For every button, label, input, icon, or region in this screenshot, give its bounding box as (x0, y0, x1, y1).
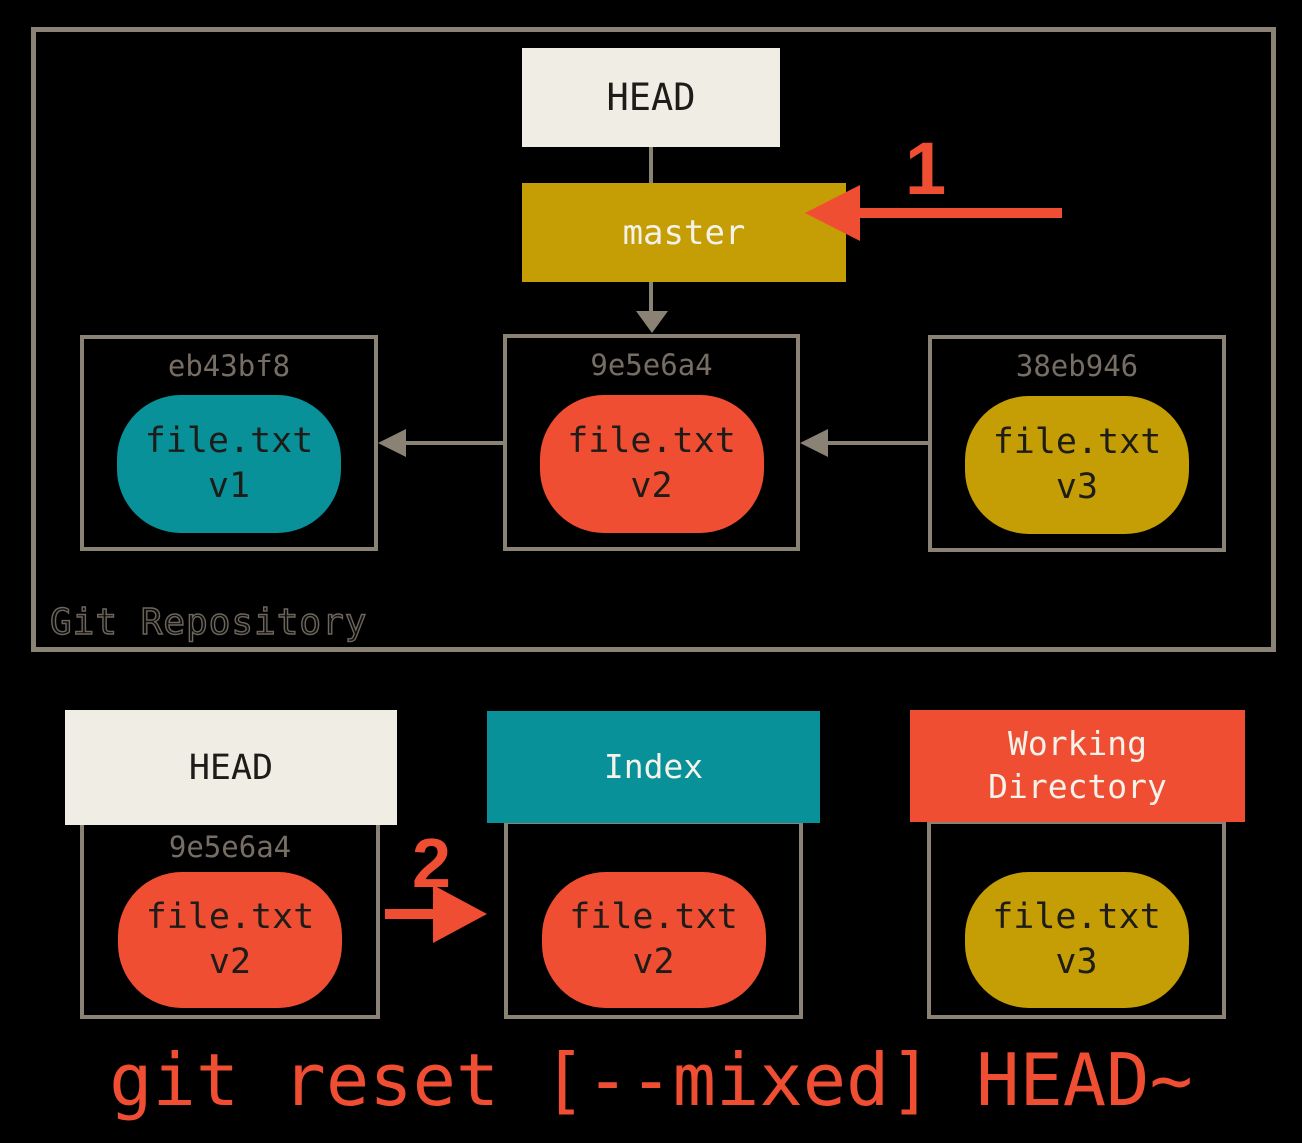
master-branch-label: master (622, 212, 746, 253)
git-repository-box (31, 27, 1276, 652)
file-version: v2 (208, 942, 252, 982)
file-name: file.txt (992, 422, 1162, 463)
head-tree-box: 9e5e6a4 file.txt v2 (80, 820, 380, 1019)
head-to-master-connector (649, 147, 653, 183)
index-tree-header: Index (487, 711, 820, 823)
file-snapshot-blob: file.txt v3 (964, 872, 1189, 1008)
file-snapshot-blob: file.txt v3 (965, 396, 1189, 534)
step-2-arrow-shaft (385, 909, 435, 919)
head-ref-label: HEAD (606, 76, 696, 119)
working-directory-title: Working Directory (988, 724, 1167, 806)
file-snapshot-blob: file.txt v1 (117, 395, 341, 533)
file-name: file.txt (567, 421, 736, 462)
git-repository-label: Git Repository (49, 601, 368, 643)
commit-box-eb43bf8: eb43bf8 file.txt v1 (80, 335, 378, 551)
working-directory-header: Working Directory (910, 710, 1245, 822)
master-to-commit-arrowhead (636, 311, 668, 333)
commit-box-38eb946: 38eb946 file.txt v3 (928, 335, 1226, 552)
file-version: v1 (207, 466, 251, 506)
step-1-label: 1 (905, 127, 947, 210)
master-branch-box: master (522, 183, 846, 282)
commit-box-9e5e6a4: 9e5e6a4 file.txt v2 (503, 334, 800, 551)
file-snapshot-blob: file.txt v2 (541, 872, 766, 1008)
step-2-arrowhead (433, 885, 487, 943)
parent-arrow-shaft-to-9e5e6a4 (826, 441, 928, 445)
head-tree-title: HEAD (188, 747, 274, 788)
step-1-arrowhead (805, 185, 860, 241)
parent-arrowhead-to-9e5e6a4 (800, 429, 828, 457)
index-tree-box: file.txt v2 (504, 820, 803, 1019)
file-name: file.txt (992, 897, 1161, 938)
index-tree-title: Index (603, 746, 704, 786)
head-tree-header: HEAD (65, 710, 397, 825)
working-directory-box: file.txt v3 (927, 820, 1226, 1019)
head-ref-box: HEAD (522, 48, 780, 147)
parent-arrow-shaft-to-eb43bf8 (404, 441, 503, 445)
commit-hash: eb43bf8 (167, 349, 291, 383)
file-name: file.txt (145, 897, 315, 938)
master-to-commit-line (649, 282, 653, 312)
step-1-arrow-shaft (858, 208, 1062, 218)
file-snapshot-blob: file.txt v2 (539, 395, 764, 533)
file-version: v2 (632, 942, 675, 982)
commit-hash: 9e5e6a4 (590, 348, 713, 382)
commit-hash: 9e5e6a4 (168, 830, 292, 864)
file-snapshot-blob: file.txt v2 (118, 872, 342, 1008)
file-name: file.txt (144, 421, 314, 462)
commit-hash: 38eb946 (1015, 349, 1139, 383)
file-name: file.txt (569, 897, 738, 938)
file-version: v2 (630, 466, 673, 506)
file-version: v3 (1055, 942, 1098, 982)
command-caption: git reset [--mixed] HEAD~ (109, 1038, 1193, 1122)
parent-arrowhead-to-eb43bf8 (378, 429, 406, 457)
file-version: v3 (1055, 467, 1099, 507)
